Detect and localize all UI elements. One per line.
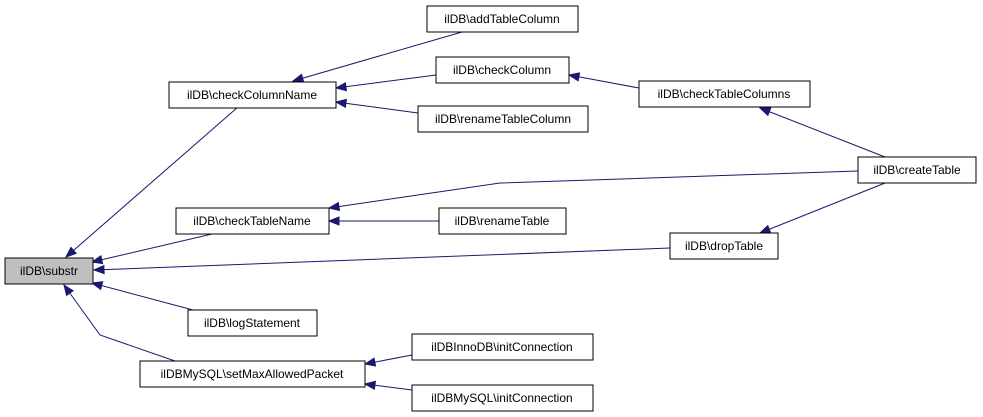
edge-addTableColumn-to-checkColumnName	[291, 31, 463, 83]
edge-line	[568, 74, 640, 89]
edge-setMaxAllowedPacket-to-substr	[63, 283, 176, 362]
edge-checkColumnName-to-substr	[64, 106, 239, 258]
node-renameTableColumn-label: ilDB\renameTableColumn	[435, 112, 571, 126]
node-checkTableColumns[interactable]: ilDB\checkTableColumns	[638, 80, 811, 108]
arrowhead-icon	[334, 81, 348, 92]
node-checkTableName[interactable]: ilDB\checkTableName	[175, 207, 330, 235]
edge-line	[335, 101, 419, 114]
arrowhead-icon	[291, 73, 305, 83]
edge-renameTableColumn-to-checkColumnName	[334, 98, 419, 114]
edge-createTable-to-dropTable	[758, 182, 886, 234]
edge-checkTableColumns-to-checkColumn	[567, 72, 640, 89]
node-mysqlInitConnection-label: ilDBMySQL\initConnection	[431, 391, 572, 405]
arrowhead-icon	[90, 281, 104, 291]
node-checkTableColumns-label: ilDB\checkTableColumns	[658, 87, 791, 101]
edge-line	[759, 182, 886, 234]
node-renameTable-label: ilDB\renameTable	[455, 214, 550, 228]
edge-innoInitConnection-to-setMaxAllowedPacket	[363, 354, 413, 367]
edge-createTable-to-checkTableName	[327, 170, 859, 212]
edge-line	[91, 282, 194, 311]
edge-logStatement-to-substr	[90, 281, 194, 311]
arrowhead-icon	[758, 107, 772, 117]
arrowhead-icon	[327, 216, 340, 226]
edge-line	[328, 170, 859, 209]
edge-line	[93, 247, 671, 271]
node-mysqlInitConnection[interactable]: ilDBMySQL\initConnection	[411, 384, 594, 412]
node-createTable[interactable]: ilDB\createTable	[857, 156, 977, 184]
node-dropTable-label: ilDB\dropTable	[685, 239, 763, 253]
node-innoInitConnection-label: ilDBInnoDB\initConnection	[431, 340, 572, 354]
node-setMaxAllowedPacket[interactable]: ilDBMySQL\setMaxAllowedPacket	[139, 360, 366, 388]
node-substr-label: ilDB\substr	[20, 264, 78, 278]
arrowhead-icon	[63, 283, 74, 297]
node-setMaxAllowedPacket-label: ilDBMySQL\setMaxAllowedPacket	[161, 367, 344, 381]
node-checkColumnName[interactable]: ilDB\checkColumnName	[168, 81, 337, 109]
node-checkColumn-label: ilDB\checkColumn	[453, 63, 551, 77]
edge-mysqlInitConnection-to-setMaxAllowedPacket	[363, 380, 413, 391]
arrowhead-icon	[92, 264, 105, 275]
node-addTableColumn-label: ilDB\addTableColumn	[444, 12, 559, 26]
node-logStatement-label: ilDB\logStatement	[204, 316, 301, 330]
edge-line	[759, 107, 886, 158]
node-innoInitConnection[interactable]: ilDBInnoDB\initConnection	[411, 333, 594, 361]
arrowhead-icon	[327, 201, 341, 212]
node-checkColumn[interactable]: ilDB\checkColumn	[435, 56, 570, 84]
arrowhead-icon	[64, 246, 78, 258]
node-checkTableName-label: ilDB\checkTableName	[193, 214, 311, 228]
arrowhead-icon	[758, 224, 772, 234]
arrowhead-icon	[363, 380, 377, 391]
node-checkColumnName-label: ilDB\checkColumnName	[187, 88, 317, 102]
edge-line	[335, 74, 437, 89]
node-substr[interactable]: ilDB\substr	[4, 257, 94, 285]
arrowhead-icon	[334, 98, 348, 109]
edge-line	[292, 31, 463, 82]
arrowhead-icon	[90, 254, 104, 265]
arrowhead-icon	[567, 72, 581, 82]
edge-line	[63, 284, 176, 362]
node-createTable-label: ilDB\createTable	[873, 163, 961, 177]
edge-line	[65, 106, 239, 258]
node-renameTableColumn[interactable]: ilDB\renameTableColumn	[417, 105, 589, 133]
edge-dropTable-to-substr	[92, 247, 671, 275]
node-renameTable[interactable]: ilDB\renameTable	[438, 207, 567, 235]
edge-checkTableName-to-substr	[90, 233, 213, 265]
edge-renameTable-to-checkTableName	[327, 216, 439, 226]
edge-createTable-to-checkTableColumns	[758, 107, 886, 158]
edge-checkColumn-to-checkColumnName	[334, 74, 437, 92]
edge-line	[91, 233, 213, 263]
arrowhead-icon	[363, 357, 377, 367]
node-addTableColumn[interactable]: ilDB\addTableColumn	[426, 5, 579, 33]
node-logStatement[interactable]: ilDB\logStatement	[187, 309, 318, 337]
node-dropTable[interactable]: ilDB\dropTable	[669, 232, 779, 260]
edges	[63, 31, 886, 391]
